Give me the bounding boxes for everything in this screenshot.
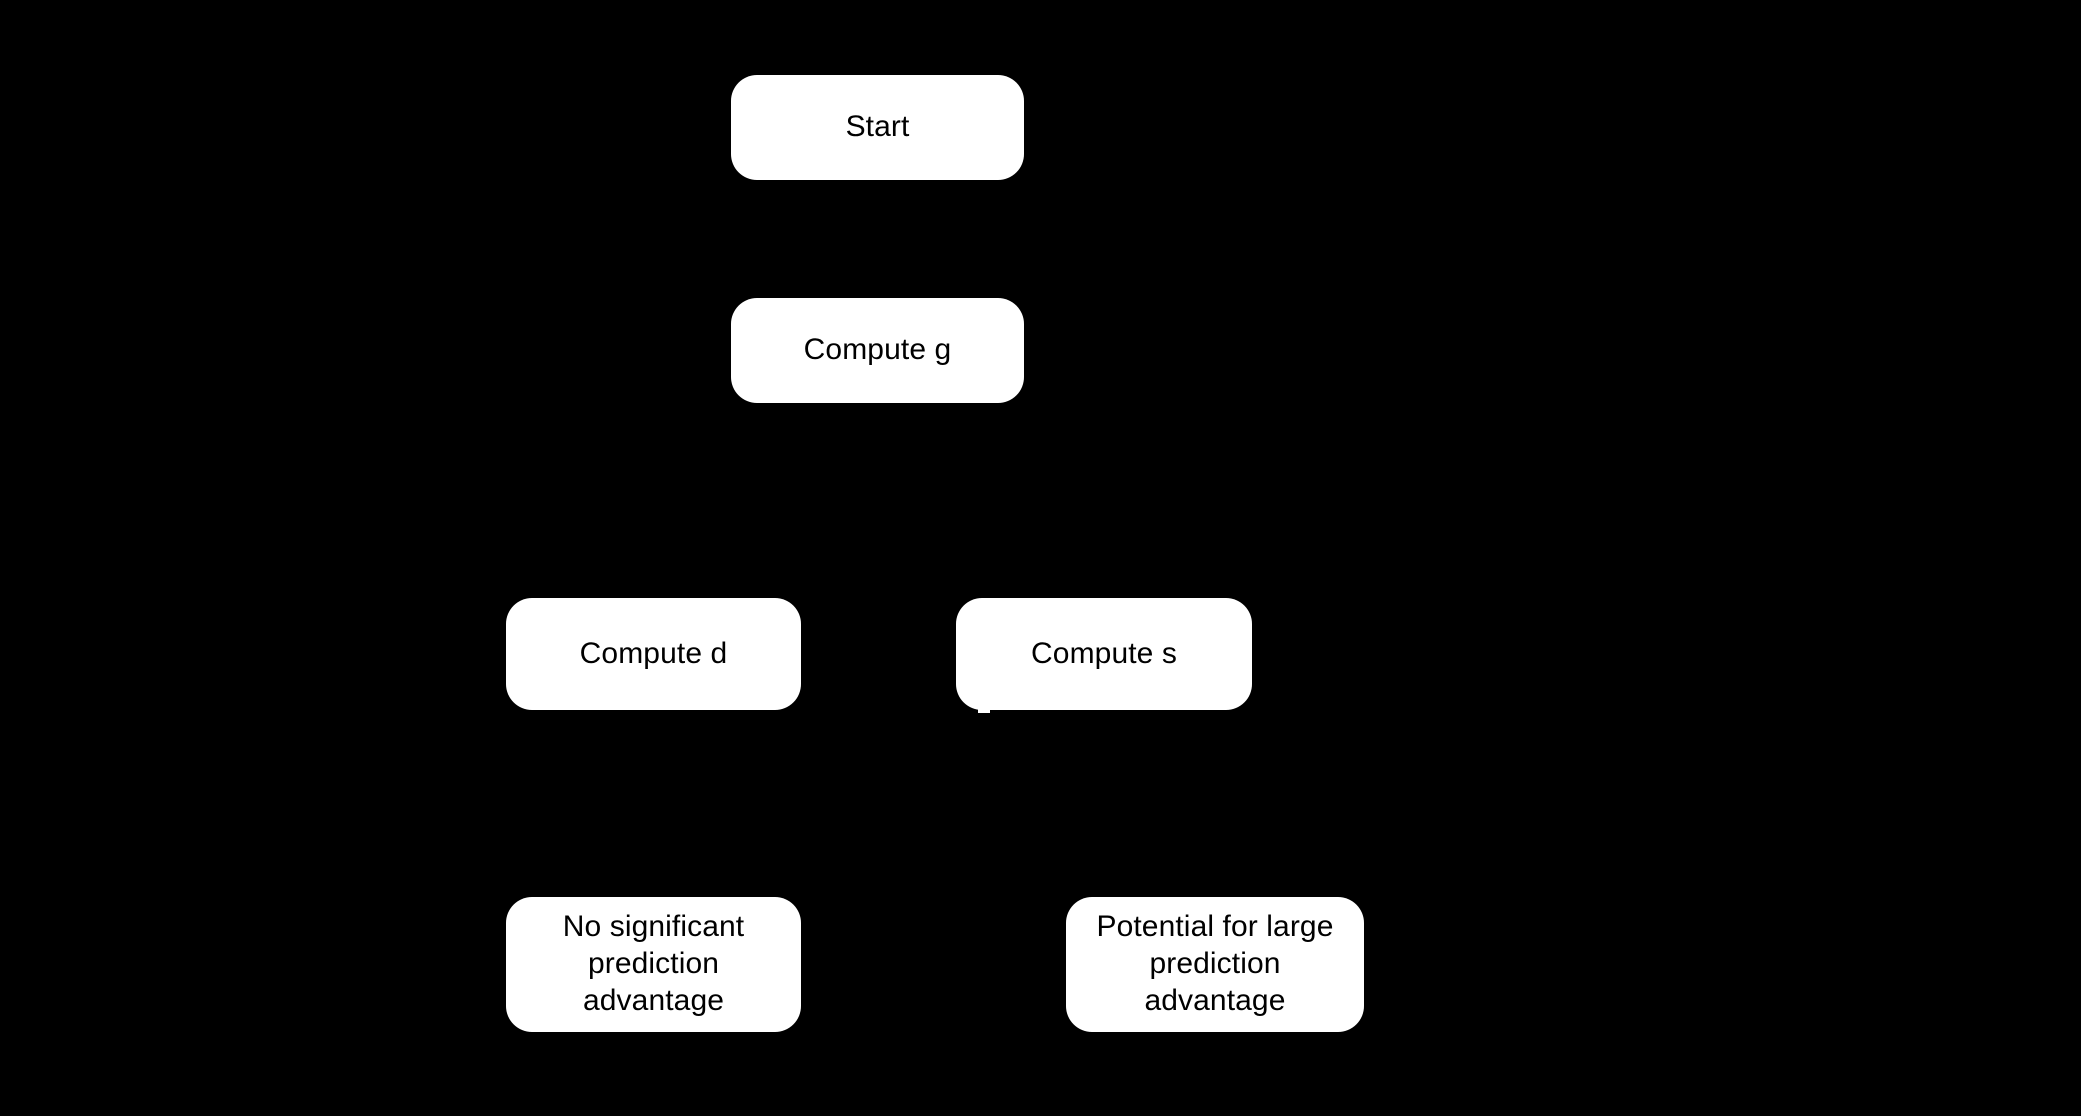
- no-significant-prediction-advantage-node-label: No significant prediction advantage: [562, 910, 745, 1017]
- no-significant-prediction-advantage-node[interactable]: No significant prediction advantage: [506, 897, 801, 1032]
- start-node-label: Start: [845, 110, 910, 144]
- edge-compute-g-to-compute-s: [875, 403, 1116, 601]
- compute-s-node-label: Compute s: [1031, 636, 1177, 670]
- compute-s-edge-label-stub: [978, 706, 990, 713]
- compute-d-node-label: Compute d: [579, 636, 728, 670]
- compute-d-node[interactable]: Compute d: [506, 598, 801, 710]
- potential-for-large-prediction-advantage-node[interactable]: Potential for large prediction advantage: [1066, 897, 1364, 1032]
- potential-for-large-prediction-advantage-node-label: Potential for large prediction advantage: [1096, 910, 1334, 1017]
- compute-g-node-label: Compute g: [803, 333, 952, 367]
- compute-s-node[interactable]: Compute s: [956, 598, 1252, 710]
- start-node[interactable]: Start: [731, 75, 1024, 180]
- edge-compute-g-to-compute-d: [641, 403, 879, 601]
- edge-compute-s-to-large-advantage: [1102, 710, 1227, 900]
- compute-g-node[interactable]: Compute g: [731, 298, 1024, 403]
